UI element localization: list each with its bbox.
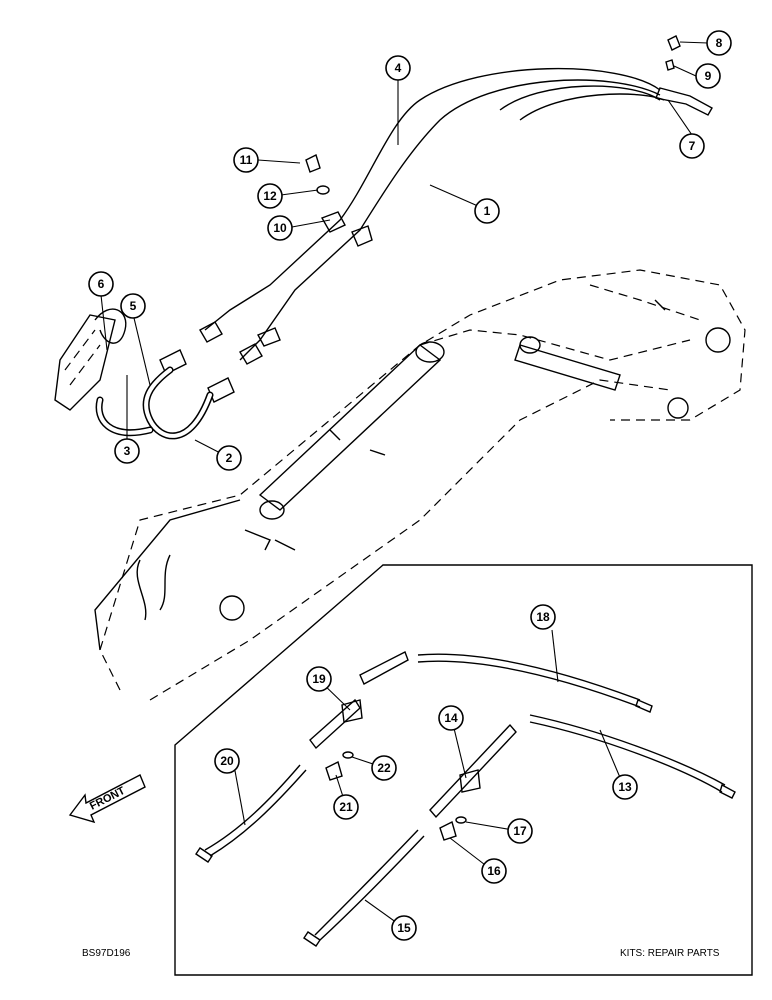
callout-10-number: 10 bbox=[273, 221, 287, 235]
callout-16-number: 16 bbox=[487, 864, 501, 878]
callout-12: 12 bbox=[257, 183, 283, 209]
callout-16: 16 bbox=[481, 858, 507, 884]
boom-cylinder bbox=[219, 299, 731, 621]
callout-11-number: 11 bbox=[240, 153, 253, 167]
callout-14: 14 bbox=[438, 705, 464, 731]
callout-20-number: 20 bbox=[220, 754, 234, 768]
callout-2: 2 bbox=[216, 445, 242, 471]
callout-17: 17 bbox=[507, 818, 533, 844]
callout-18: 18 bbox=[530, 604, 556, 630]
callout-1: 1 bbox=[474, 198, 500, 224]
callout-6: 6 bbox=[88, 271, 114, 297]
callout-1-number: 1 bbox=[484, 204, 491, 218]
callout-8-number: 8 bbox=[716, 36, 723, 50]
callout-5-number: 5 bbox=[130, 299, 137, 313]
callout-20: 20 bbox=[214, 748, 240, 774]
callout-10: 10 bbox=[267, 215, 293, 241]
kit-inset bbox=[174, 564, 753, 976]
callout-22: 22 bbox=[371, 755, 397, 781]
kits-note: KITS: REPAIR PARTS bbox=[620, 948, 720, 959]
callout-13-number: 13 bbox=[618, 780, 632, 794]
bracket-item-6 bbox=[54, 308, 127, 411]
hoses bbox=[95, 366, 214, 440]
callout-15: 15 bbox=[391, 915, 417, 941]
callout-9-number: 9 bbox=[705, 69, 712, 83]
front-arrow: FRONT bbox=[68, 774, 146, 824]
callout-2-number: 2 bbox=[226, 451, 233, 465]
callout-3: 3 bbox=[114, 438, 140, 464]
callout-6-number: 6 bbox=[98, 277, 105, 291]
callout-7-number: 7 bbox=[689, 139, 696, 153]
callout-21: 21 bbox=[333, 794, 359, 820]
callout-22-number: 22 bbox=[377, 761, 391, 775]
callout-14-number: 14 bbox=[444, 711, 458, 725]
tube-lines bbox=[159, 35, 713, 403]
callout-4: 4 bbox=[385, 55, 411, 81]
callout-17-number: 17 bbox=[513, 824, 527, 838]
drawing-id: BS97D196 bbox=[82, 948, 131, 959]
callout-19: 19 bbox=[306, 666, 332, 692]
callout-19-number: 19 bbox=[312, 672, 326, 686]
callout-11: 11 bbox=[233, 147, 259, 173]
callout-13: 13 bbox=[612, 774, 638, 800]
callout-9: 9 bbox=[695, 63, 721, 89]
callout-18-number: 18 bbox=[536, 610, 550, 624]
boom-outline bbox=[94, 269, 746, 701]
callout-7: 7 bbox=[679, 133, 705, 159]
callout-4-number: 4 bbox=[395, 61, 402, 75]
callout-15-number: 15 bbox=[397, 921, 411, 935]
callout-3-number: 3 bbox=[124, 444, 131, 458]
callout-5: 5 bbox=[120, 293, 146, 319]
callout-8: 8 bbox=[706, 30, 732, 56]
callout-21-number: 21 bbox=[339, 800, 353, 814]
callout-12-number: 12 bbox=[263, 189, 277, 203]
